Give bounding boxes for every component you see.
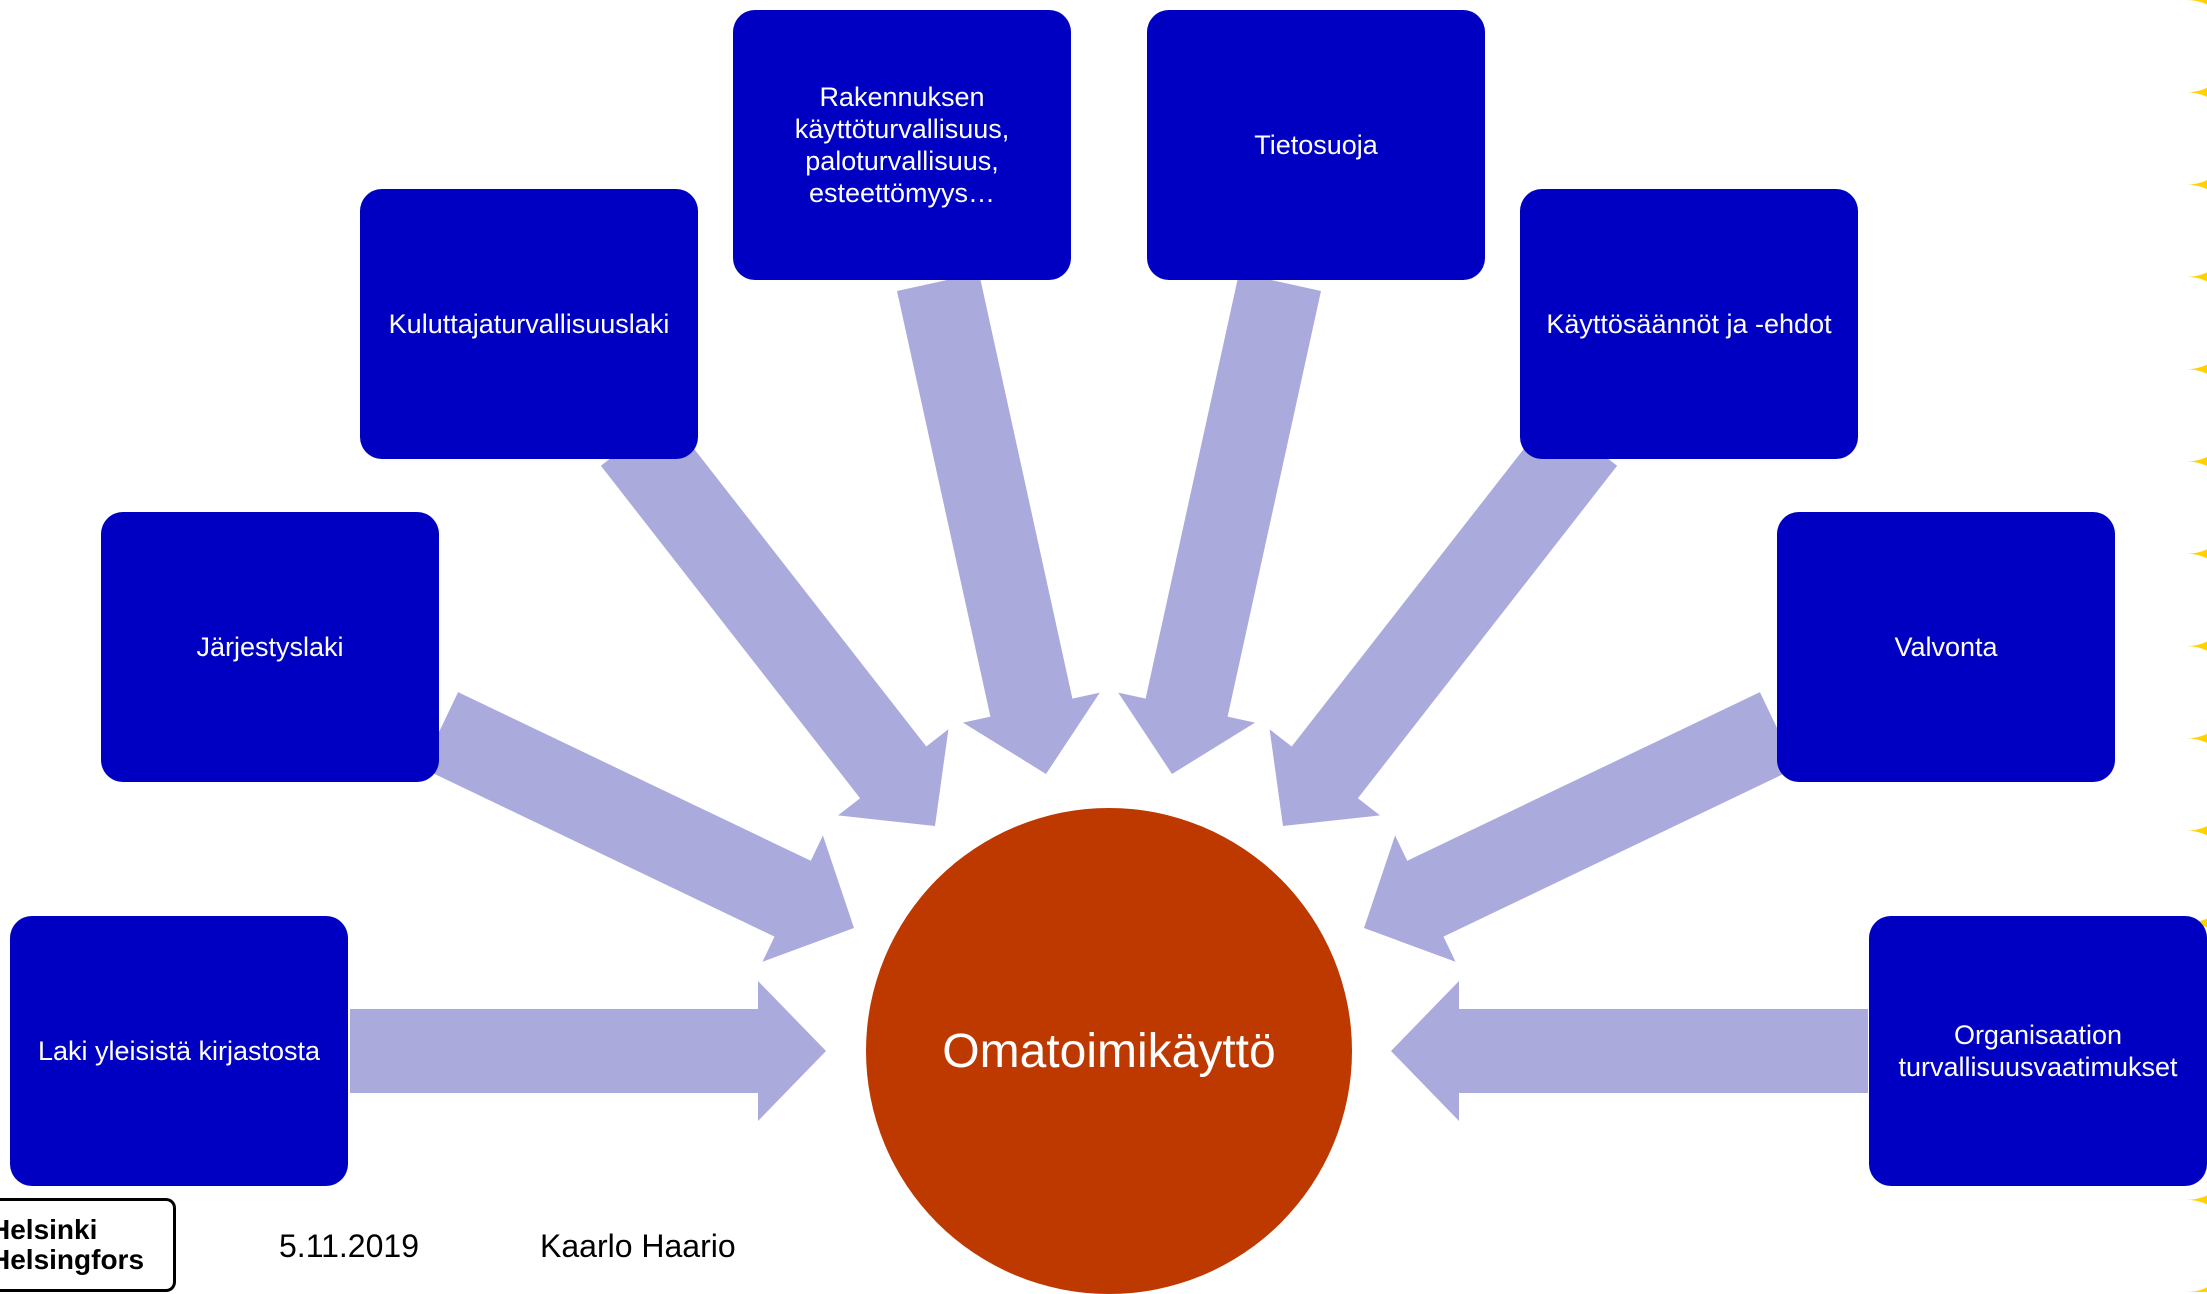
node-label: Tietosuoja (1254, 130, 1378, 160)
arrow-kuluttaja (600, 414, 949, 826)
center-label: Omatoimikäyttö (942, 1024, 1276, 1078)
arrow-tietosuoja (1118, 273, 1321, 774)
node-rakennuksen-turvallisuus: Rakennuksen käyttöturvallisuus, paloturv… (733, 10, 1071, 280)
logo-line-1: Helsinki (0, 1214, 98, 1245)
node-organisaation-turvallisuusvaatimukset: Organisaation turvallisuusvaatimukset (1869, 916, 2207, 1186)
node-kuluttajaturvallisuuslaki: Kuluttajaturvallisuuslaki (360, 189, 698, 459)
node-kayttosaannot: Käyttösäännöt ja -ehdot (1520, 189, 1858, 459)
arrow-valvonta (1364, 692, 1797, 962)
node-jarjestyslaki: Järjestyslaki (101, 512, 439, 782)
footer-date: 5.11.2019 (279, 1228, 419, 1264)
yellow-scallop-border (2187, 0, 2207, 1292)
node-tietosuoja: Tietosuoja (1147, 10, 1485, 280)
footer-author: Kaarlo Haario (540, 1228, 736, 1264)
arrow-rakennus (897, 273, 1100, 774)
arrow-organisaatio (1391, 981, 1868, 1121)
node-label: Rakennuksen käyttöturvallisuus, paloturv… (794, 82, 1010, 208)
arrow-laki (350, 981, 826, 1121)
center-circle: Omatoimikäyttö (866, 808, 1352, 1294)
arrow-jarjestys (421, 692, 854, 962)
node-label: Laki yleisistä kirjastosta (37, 1036, 321, 1066)
helsinki-logo: Helsinki Helsingfors (0, 1198, 176, 1292)
node-label: Organisaation turvallisuusvaatimukset (1898, 1020, 2178, 1082)
node-valvonta: Valvonta (1777, 512, 2115, 782)
arrow-kayttosaannot (1269, 414, 1618, 826)
node-label: Käyttösäännöt ja -ehdot (1546, 309, 1832, 339)
node-laki-yleisista-kirjastosta: Laki yleisistä kirjastosta (10, 916, 348, 1186)
logo-line-2: Helsingfors (0, 1244, 145, 1275)
node-label: Valvonta (1894, 632, 1998, 662)
node-label: Kuluttajaturvallisuuslaki (388, 309, 670, 339)
node-label: Järjestyslaki (196, 632, 344, 662)
